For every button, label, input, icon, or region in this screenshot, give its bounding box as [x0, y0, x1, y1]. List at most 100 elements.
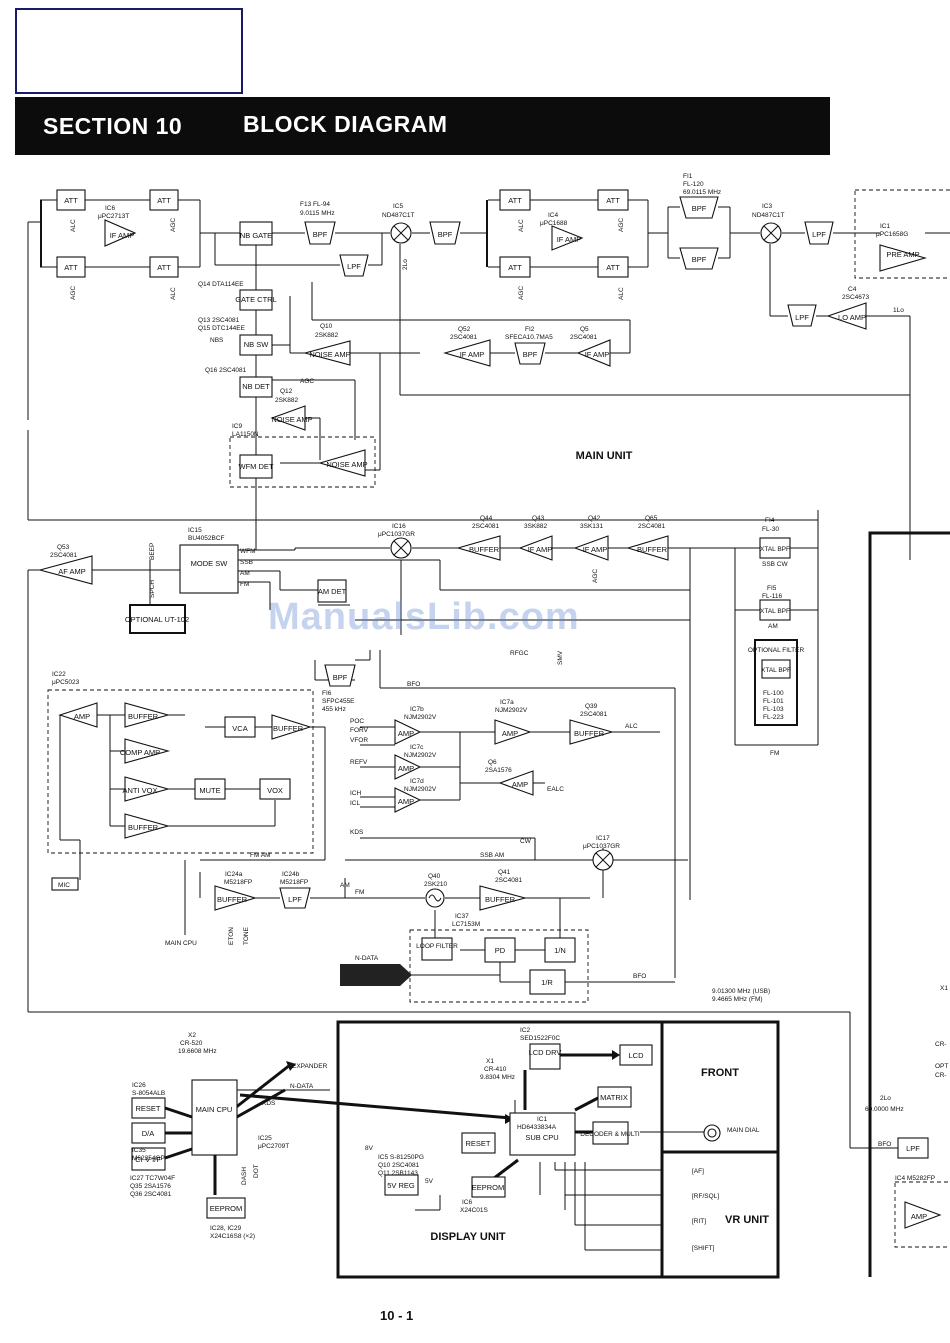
q43-part: 3SK882	[524, 523, 548, 530]
mode-sw-block	[179, 544, 239, 594]
refv-label: REFV	[350, 759, 368, 766]
lcd-drv-block	[529, 1043, 561, 1070]
v8-label: 8V	[365, 1145, 374, 1152]
ic24a-part: M5218FP	[224, 879, 252, 886]
noise-amp-label-2: NOISE AMP	[271, 415, 312, 424]
q35-label: Q35 2SA1576	[130, 1183, 171, 1190]
gate-ctrl-label: GATE CTRL	[235, 295, 277, 304]
ic2-part: SED1522F0C	[520, 1035, 560, 1042]
q65-part: 2SC4081	[638, 523, 665, 530]
lpf-ic24b	[279, 887, 311, 909]
ic7a-part: NJM2902V	[495, 707, 528, 714]
noise-amp-q12	[270, 405, 306, 431]
reset-main-label: RESET	[135, 1104, 160, 1113]
fi6-part: SFPC455E	[322, 698, 355, 705]
fi1-label: FI1	[683, 173, 693, 180]
att-block-5	[499, 189, 531, 211]
if-amp-ic6	[104, 219, 137, 247]
q5-part: 2SC4081	[570, 334, 597, 341]
ic9-part: LA1150N	[232, 431, 259, 438]
x2-part: CR-520	[180, 1040, 203, 1047]
amp-q6-label: AMP	[512, 780, 528, 789]
ic37-part: LC7153M	[452, 921, 480, 928]
x1-right-label: X1	[940, 985, 948, 992]
da-label: D/A	[142, 1129, 155, 1138]
optional-filter-block	[754, 639, 798, 726]
wires	[27, 199, 950, 1251]
if-amp-q42	[573, 535, 609, 561]
eeprom-main-label: EEPROM	[210, 1204, 243, 1213]
fi6-freq: 455 kHz	[322, 706, 346, 713]
ic24b-part: M5218FP	[280, 879, 308, 886]
amp-ic7d	[394, 787, 422, 813]
q10-reg-label: Q10 2SC4081	[378, 1162, 420, 1169]
matrix-label: MATRIX	[600, 1093, 628, 1102]
ic3-label: IC3	[762, 203, 773, 210]
if-amp-ic4-label: IF AMP	[557, 235, 582, 244]
bpf-label-4: BPF	[692, 255, 707, 264]
beep-label: BEEP	[149, 543, 156, 560]
main-dial-label: MAIN DIAL	[727, 1127, 760, 1134]
q40-label: Q40	[428, 873, 441, 880]
agc-label-4: AGC	[618, 218, 625, 232]
alc-label-4: ALC	[618, 287, 625, 300]
comp-amp-label: COMP AMP	[120, 748, 160, 757]
mic-jack	[51, 877, 79, 891]
if-amp-q5	[576, 339, 611, 367]
dash-label: DASH	[241, 1167, 248, 1185]
lpf-ic24b-label: LPF	[288, 895, 302, 904]
xtal-bpf-label-2: XTAL BPF	[760, 608, 790, 615]
ic5-label: IC5	[393, 203, 404, 210]
q44-part: 2SC4081	[472, 523, 499, 530]
q43-label: Q43	[532, 515, 545, 522]
xtal-bpf-1	[759, 537, 791, 559]
bpf-label-3: BPF	[692, 204, 707, 213]
ic16-part: μPC1037GR	[378, 531, 415, 538]
lpf-right-block	[897, 1137, 929, 1159]
agc-label-2: AGC	[170, 218, 177, 232]
fl94-freq: 9.0115 MHz	[300, 210, 335, 217]
bpf-block-2	[429, 221, 461, 245]
fi4-label: FI4	[765, 517, 775, 524]
lcd-block	[619, 1044, 653, 1066]
page-number: 10 - 1	[380, 1308, 414, 1323]
q52-label: Q52	[458, 326, 471, 333]
buffer-a-label: BUFFER	[128, 712, 159, 721]
bfo-freq-usb: 9.01300 MHz (USB)	[712, 988, 770, 995]
ic1-sub-label: IC1	[537, 1116, 548, 1123]
q44-label: Q44	[480, 515, 493, 522]
alc-label-3: ALC	[518, 219, 525, 232]
alc-label-2: ALC	[170, 287, 177, 300]
amp-ic7a-label: AMP	[502, 729, 518, 738]
att-block-6	[499, 256, 531, 278]
reset-sub-block	[461, 1132, 496, 1154]
ic24a-label: IC24a	[225, 871, 243, 878]
nb-gate-block	[239, 221, 273, 246]
noise-amp-ic9	[318, 449, 366, 477]
pd-block	[484, 937, 516, 963]
blocks: ATT ATT ATT ATT IF AMP IC6 μPC2713T NB G…	[37, 173, 942, 1229]
sub-cpu-block	[509, 1112, 576, 1156]
reset-main-block	[131, 1097, 166, 1119]
att-label-3: ATT	[157, 196, 171, 205]
fi5-mode: AM	[768, 623, 778, 630]
vr-af-label: [AF]	[692, 1168, 704, 1175]
q53-part: 2SC4081	[50, 552, 77, 559]
q53-label: Q53	[57, 544, 70, 551]
div-n-label: 1/N	[554, 946, 566, 955]
ic1-label: IC1	[880, 223, 891, 230]
ic1-part: μPC1658G	[876, 231, 908, 238]
fl94-label: F13 FL-94	[300, 201, 330, 208]
eeprom-sub-block	[471, 1176, 506, 1198]
noise-amp-label-3: NOISE AMP	[326, 460, 367, 469]
n-data-label-1: N-DATA	[355, 955, 379, 962]
bfo-label-2: BFO	[633, 973, 646, 980]
buffer-q39	[569, 719, 615, 745]
mute-label: MUTE	[199, 786, 220, 795]
bpf-label-6: BPF	[333, 673, 348, 682]
ic25-part: μPC2709T	[258, 1143, 289, 1150]
lcd-label: LCD	[628, 1051, 644, 1060]
bpf-block-5	[514, 342, 546, 365]
ic15-label: IC15	[188, 527, 202, 534]
if-amp-q43	[518, 535, 553, 561]
